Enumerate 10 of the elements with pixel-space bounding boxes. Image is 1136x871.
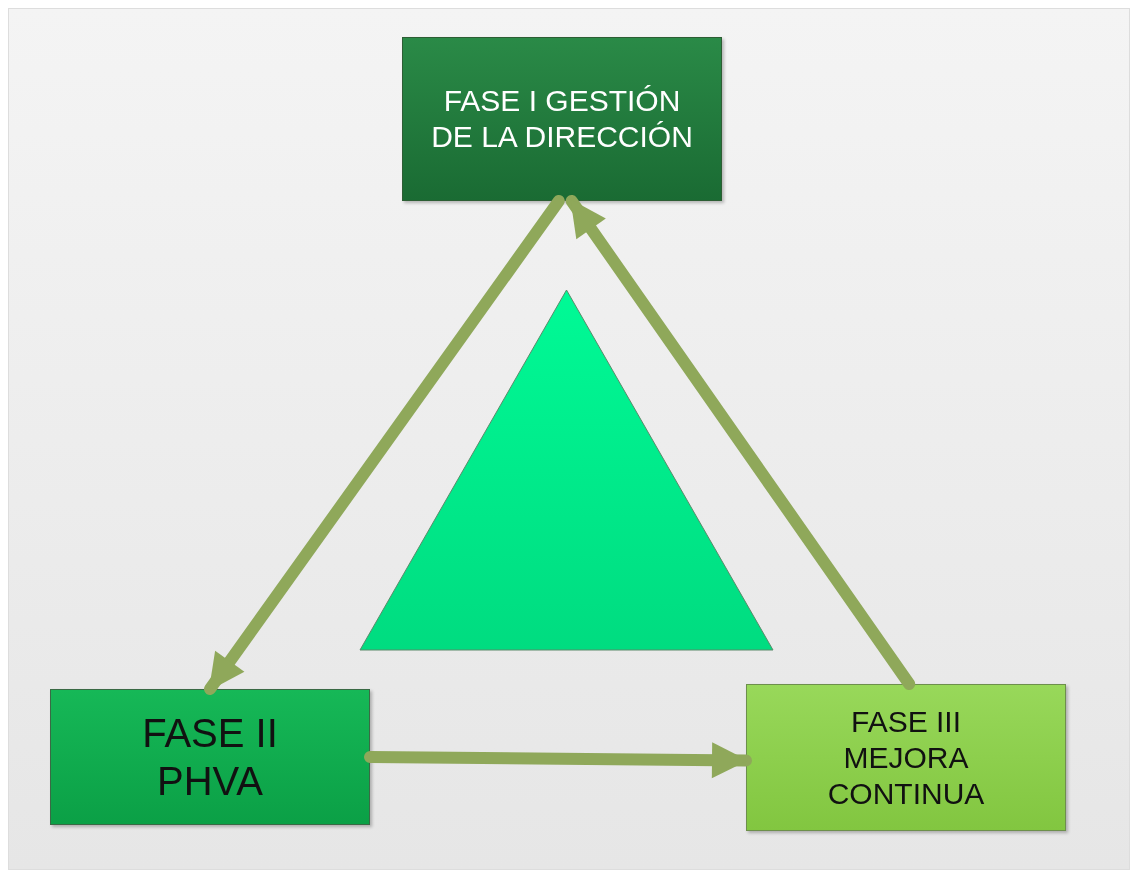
- phase-label: FASE I GESTIÓN DE LA DIRECCIÓN: [431, 83, 693, 155]
- phase-box: [50, 689, 370, 825]
- arrow: [364, 742, 752, 779]
- phase-label: FASE II PHVA: [141, 710, 279, 805]
- arrow: [565, 195, 916, 690]
- phase-box: [746, 684, 1066, 831]
- phase-label: FASE III MEJORA CONTINUA: [826, 703, 986, 812]
- arrow: [204, 195, 565, 695]
- triangle-shape: [358, 288, 775, 652]
- phase-box: [402, 37, 722, 201]
